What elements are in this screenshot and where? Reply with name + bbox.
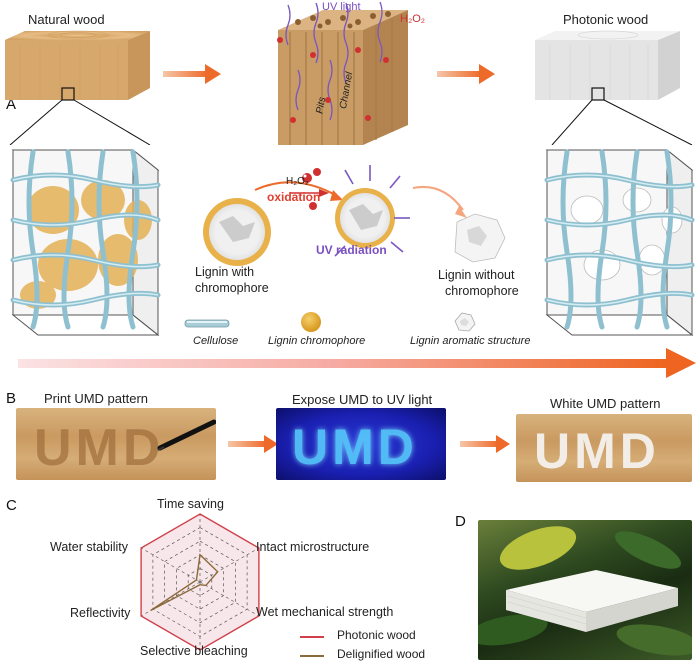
uv-light-label: UV light — [322, 1, 361, 13]
lignin-without-label: Lignin without — [438, 268, 515, 282]
photonic-wood-label: Photonic wood — [563, 12, 649, 27]
white-wood-block — [506, 570, 678, 632]
radar-series-delignified-wood — [150, 553, 219, 612]
radar-grid-ring — [164, 540, 236, 624]
uv-radiation-label: UV radiation — [316, 243, 387, 257]
process-progress-arrow — [18, 348, 696, 378]
white-umd-text: UMD — [534, 423, 660, 479]
photonic-wood-photo — [478, 520, 692, 660]
panel-d-label: D — [455, 513, 466, 530]
panel-c-label: C — [6, 497, 17, 514]
axis-label-reflectivity: Reflectivity — [70, 606, 131, 620]
legend-lignin-chromophore-label: Lignin chromophore — [268, 335, 366, 347]
uv-exposure-photo: UMD — [276, 408, 446, 480]
panel-b-label: B — [6, 390, 17, 407]
radar-spoke — [140, 547, 201, 583]
natural-wood-block — [5, 30, 151, 145]
photonic-wood-block — [535, 30, 693, 145]
lignin-chromophore-legend-icon — [301, 312, 321, 332]
printed-umd-text: UMD — [34, 419, 165, 477]
lignin-without-chromophore-label: chromophore — [445, 284, 519, 298]
lignin-with-chromophore-label: chromophore — [195, 281, 269, 295]
step3-label: White UMD pattern — [550, 396, 661, 411]
axis-label-selective-bleaching: Selective bleaching — [140, 644, 248, 658]
h2o2-mechanism-label: H₂O₂ — [286, 176, 309, 187]
lignin-mechanism — [203, 165, 506, 266]
cellulose-legend-icon — [184, 319, 230, 328]
legend-delignified-swatch — [300, 655, 324, 657]
cellulose-cube-natural — [10, 148, 161, 337]
h2o2-label: H₂O₂ — [400, 13, 426, 25]
uv-umd-text: UMD — [292, 419, 418, 475]
oxidation-label: oxidation — [267, 190, 321, 204]
legend-photonic-swatch — [300, 636, 324, 638]
radar-chart — [140, 513, 260, 651]
cellulose-cube-photonic — [544, 148, 695, 337]
step1-label: Print UMD pattern — [44, 391, 149, 406]
arrow-natural-to-treatment — [163, 64, 221, 84]
lignin-aromatic-legend-icon — [454, 312, 476, 332]
white-umd-photo: UMD — [516, 414, 692, 482]
step2-label: Expose UMD to UV light — [292, 392, 433, 407]
legend-cellulose-label: Cellulose — [193, 335, 239, 347]
legend-delignified-label: Delignified wood — [337, 647, 426, 661]
radar-series-photonic-wood — [140, 513, 260, 651]
axis-label-water-stability: Water stability — [50, 540, 129, 554]
legend-photonic-label: Photonic wood — [337, 628, 416, 642]
panel-a-label: A — [6, 96, 17, 113]
print-umd-photo: UMD — [16, 408, 216, 480]
axis-label-time-saving: Time saving — [157, 497, 224, 511]
radar-spoke — [199, 547, 260, 583]
arrow-treatment-to-photonic — [437, 64, 495, 84]
radar-spoke — [199, 581, 260, 617]
wood-channel-structure — [277, 1, 408, 145]
legend-lignin-aromatic-label: Lignin aromatic structure — [410, 335, 531, 347]
axis-label-intact-microstructure: Intact microstructure — [256, 540, 370, 554]
natural-wood-label: Natural wood — [28, 12, 105, 27]
marker-pen-icon — [157, 419, 216, 451]
arrow-uv-to-white — [460, 435, 510, 453]
lignin-with-label: Lignin with — [195, 265, 255, 279]
axis-label-wet-mechanical-strength: Wet mechanical strength — [256, 605, 394, 619]
leaves-background — [478, 526, 692, 656]
arrow-print-to-uv — [228, 435, 278, 453]
